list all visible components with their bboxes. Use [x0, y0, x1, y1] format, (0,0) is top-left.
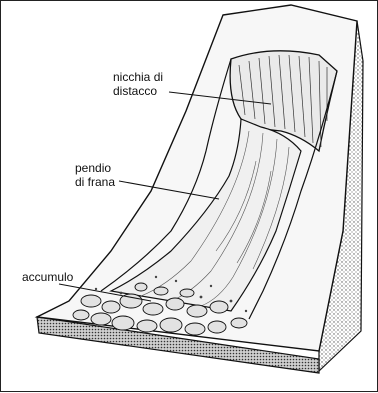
label-scarp: nicchia di distacco: [113, 70, 163, 98]
label-slope: pendio di frana: [75, 161, 115, 189]
label-deposit: accumulo: [22, 270, 73, 284]
